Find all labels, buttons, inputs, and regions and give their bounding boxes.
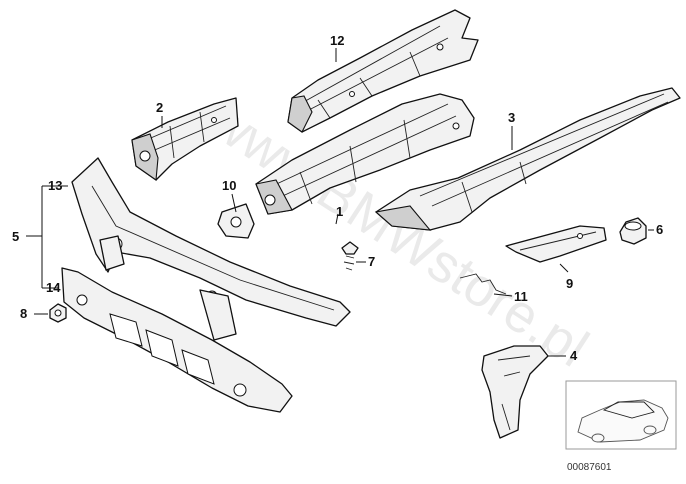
callout-3[interactable]: 3 bbox=[508, 110, 515, 125]
part-4-side-bracket[interactable] bbox=[481, 345, 549, 439]
callout-10[interactable]: 10 bbox=[222, 178, 236, 193]
part-7-clip[interactable] bbox=[341, 241, 359, 271]
part-2-front-support[interactable] bbox=[131, 97, 239, 181]
callout-13[interactable]: 13 bbox=[48, 178, 62, 193]
part-8-nut[interactable] bbox=[49, 303, 67, 323]
callout-12[interactable]: 12 bbox=[330, 33, 344, 48]
diagram-id: 00087601 bbox=[567, 462, 612, 473]
callout-8[interactable]: 8 bbox=[20, 306, 27, 321]
leader-lines bbox=[26, 48, 654, 357]
car-icon bbox=[577, 399, 669, 443]
callout-6[interactable]: 6 bbox=[656, 222, 663, 237]
callout-4[interactable]: 4 bbox=[570, 348, 578, 363]
part-13-upper-frame[interactable] bbox=[71, 157, 351, 341]
callout-11[interactable]: 11 bbox=[514, 289, 528, 304]
part-1-main-member[interactable] bbox=[255, 93, 475, 215]
vehicle-inset: 00087601 bbox=[565, 380, 677, 473]
part-3-long-rail[interactable] bbox=[374, 87, 681, 231]
part-10-plate[interactable] bbox=[217, 203, 255, 239]
part-12-upper-member[interactable] bbox=[287, 9, 479, 133]
callout-9[interactable]: 9 bbox=[566, 276, 573, 291]
part-6-cap[interactable] bbox=[619, 217, 647, 245]
callout-7[interactable]: 7 bbox=[368, 254, 375, 269]
part-14-lower-panel[interactable] bbox=[61, 267, 293, 413]
callout-2[interactable]: 2 bbox=[156, 100, 163, 115]
part-11-wire[interactable] bbox=[459, 273, 507, 295]
callout-5[interactable]: 5 bbox=[12, 229, 19, 244]
callout-1[interactable]: 1 bbox=[336, 204, 343, 219]
callout-14[interactable]: 14 bbox=[46, 280, 61, 295]
part-9-bracket[interactable] bbox=[505, 225, 607, 263]
